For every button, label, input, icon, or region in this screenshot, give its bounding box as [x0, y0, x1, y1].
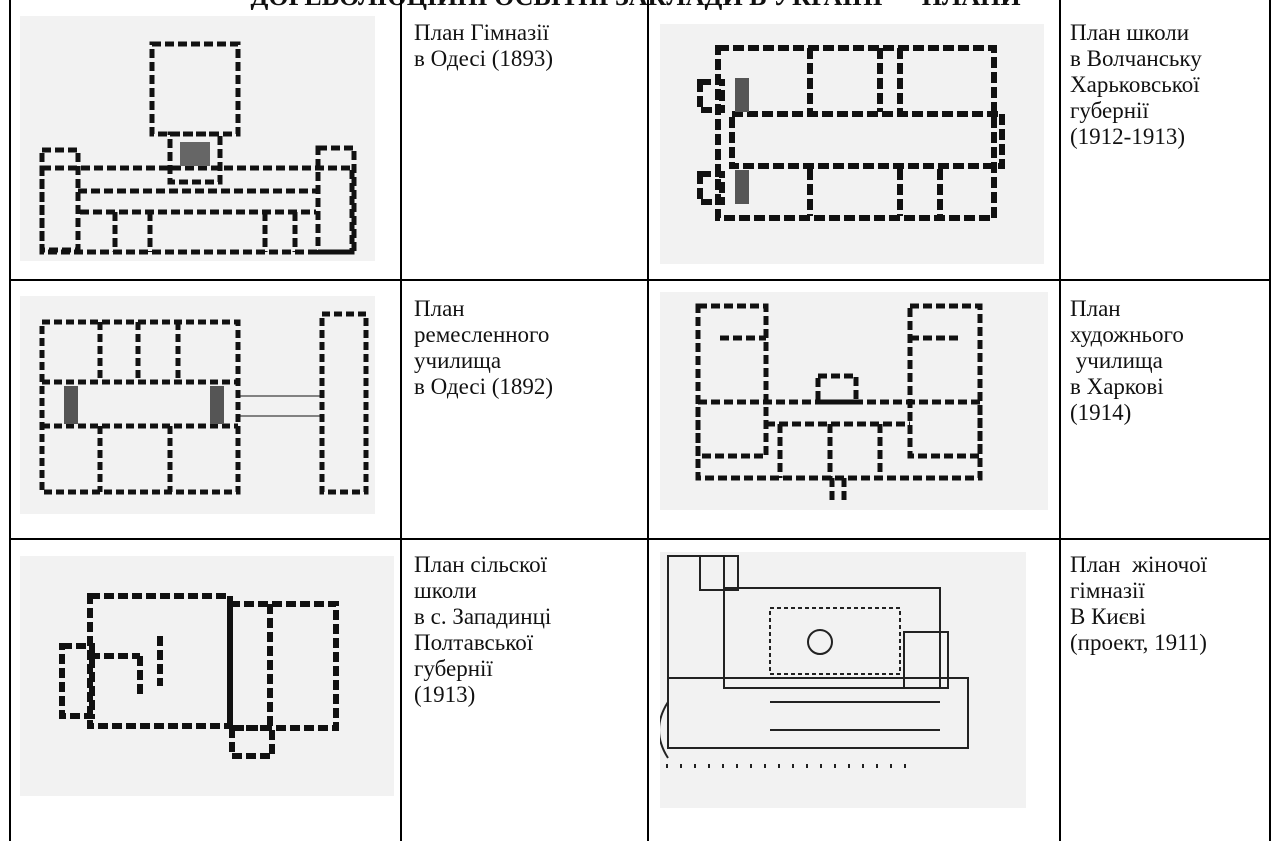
table-border-right: [1269, 0, 1271, 841]
table-divider-3: [1059, 0, 1061, 841]
caption-school-volchansk: План школи в Волчанську Харьковської губ…: [1070, 20, 1202, 149]
floor-plan-village-school-zapadyntsi: [20, 556, 394, 796]
caption-gymnasium-odesa: План Гімназії в Одесі (1893): [414, 20, 554, 71]
floor-plan-gymnasium-odesa: [20, 16, 375, 261]
caption-craft-school-odesa: План ремесленного училища в Одесі (1892): [414, 296, 554, 399]
floor-plan-school-volchansk: [660, 24, 1044, 264]
row-divider-1: [9, 279, 1271, 281]
floor-plan-girls-gymnasium-kyiv: [660, 552, 1026, 808]
table-border-left: [9, 0, 11, 841]
caption-village-school-zapadyntsi: План сільскої школи в с. Западинці Полта…: [414, 552, 552, 707]
floor-plan-craft-school-odesa: [20, 296, 375, 514]
table-divider-2: [647, 0, 649, 841]
caption-girls-gymnasium-kyiv: План жіночої гімназії В Києві (проект, 1…: [1070, 552, 1208, 655]
caption-art-school-kharkiv: План художнього училища в Харкові (1914): [1070, 296, 1184, 425]
page-header-title: ДОРЕВОЛЮЦІЙНІ ОСВІТНІ ЗАКЛАДИ В УКРАЇНІ …: [0, 0, 1271, 10]
floor-plan-art-school-kharkiv: [660, 292, 1048, 510]
table-divider-1: [400, 0, 402, 841]
row-divider-2: [9, 538, 1271, 540]
